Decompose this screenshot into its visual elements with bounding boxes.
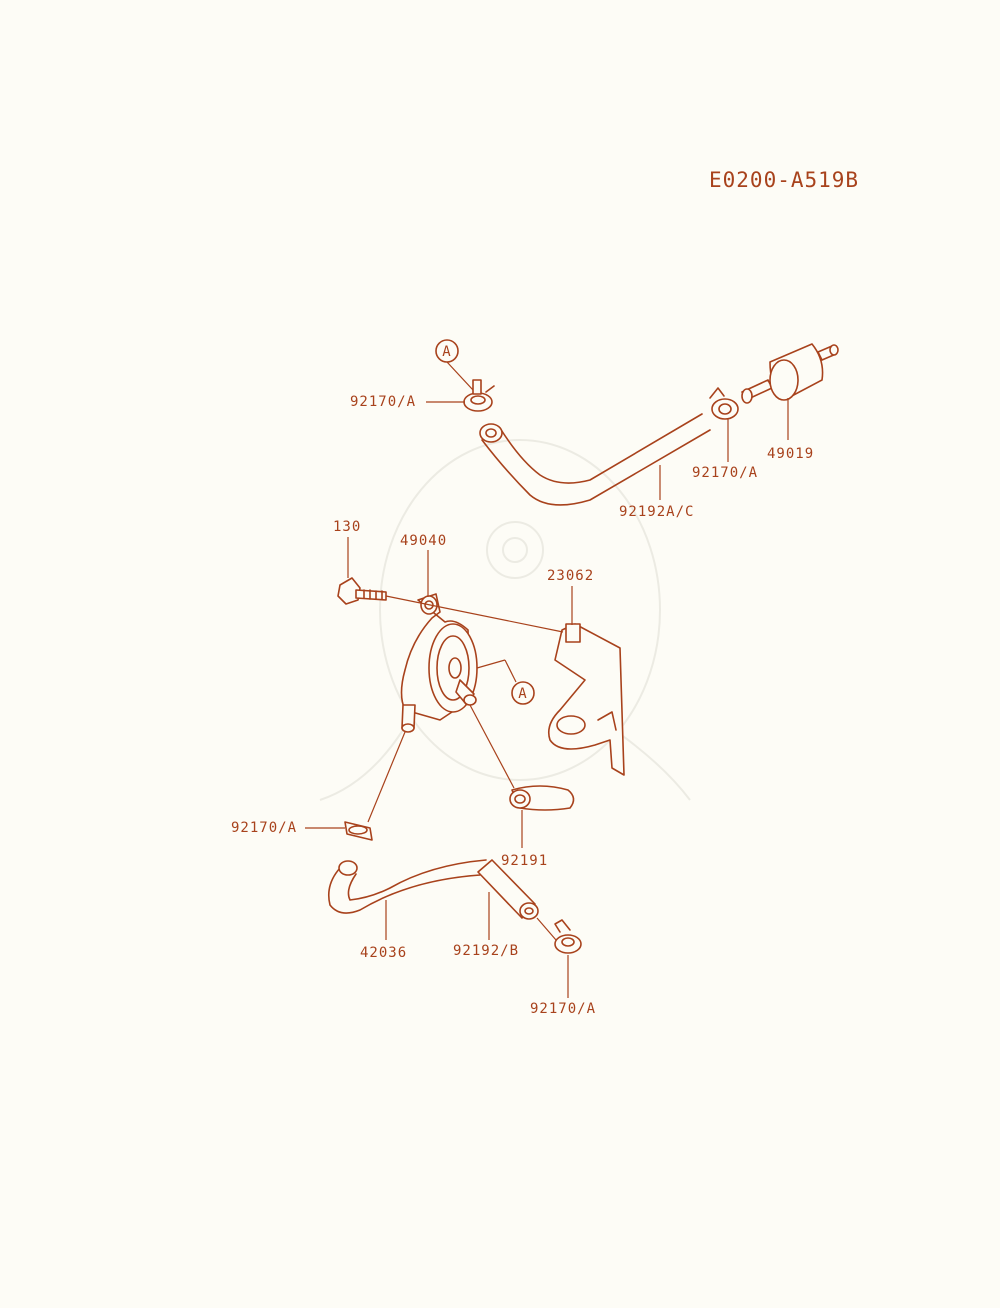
part-label-42036: 42036 <box>360 945 407 961</box>
part-label-92191: 92191 <box>501 853 548 869</box>
part-label-130: 130 <box>333 519 361 535</box>
part-label-49019: 49019 <box>767 446 814 462</box>
callout-a-upper-text: A <box>442 344 451 360</box>
part-label-92170a-lower-left: 92170/A <box>231 820 297 836</box>
part-label-92170a-upper-right: 92170/A <box>692 465 758 481</box>
hose-92192b <box>477 859 539 920</box>
bracket-23062 <box>547 623 625 776</box>
part-label-23062: 23062 <box>547 568 594 584</box>
part-label-92192ac: 92192A/C <box>619 504 694 520</box>
hose-42036 <box>327 859 487 914</box>
clamp-bottom <box>554 919 582 954</box>
part-label-92170a-bottom: 92170/A <box>530 1001 596 1017</box>
diagram-code: E0200-A519B <box>709 168 859 192</box>
elbow-92191 <box>509 785 575 811</box>
clamp-lower-left <box>344 821 373 841</box>
clamp-upper-right <box>709 387 739 420</box>
hose-92192ac <box>479 413 711 506</box>
fuel-filter-49019 <box>741 343 839 404</box>
fuel-pump-49040 <box>400 593 478 733</box>
bolt-130 <box>337 577 387 605</box>
callout-a-lower-text: A <box>518 686 527 702</box>
part-label-92192b: 92192/B <box>453 943 519 959</box>
callout-a-upper: A <box>435 339 459 363</box>
clamp-upper-left <box>463 379 495 412</box>
callout-a-lower: A <box>511 681 535 705</box>
leader-lines <box>305 361 789 998</box>
part-label-92170a-upper-left: 92170/A <box>350 394 416 410</box>
part-label-49040: 49040 <box>400 533 447 549</box>
